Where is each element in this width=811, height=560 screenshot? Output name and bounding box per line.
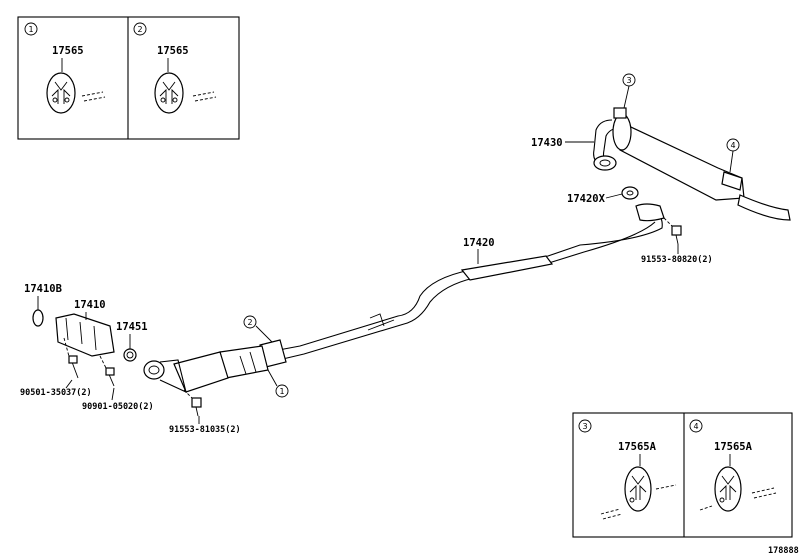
rubber-hanger-part <box>46 72 76 114</box>
callout-circle-1 <box>24 22 38 36</box>
label-90901: 90901-05020(2) <box>82 387 154 412</box>
callout-3-main-label: 3 <box>626 76 631 85</box>
label-90501: 90501-35037(2) <box>20 379 92 398</box>
diagram-id: 178888 <box>768 546 799 556</box>
gasket-17410b <box>32 309 44 327</box>
bolt-91553-81035-label: 91553-81035(2) <box>169 425 241 435</box>
inset-1-part-number: 17565 <box>52 45 84 57</box>
bolt-90901-label: 90901-05020(2) <box>82 402 154 412</box>
callout-2-label: 2 <box>137 25 142 34</box>
inset-2-part-number: 17565 <box>157 45 189 57</box>
callout-2-main: 2 <box>243 315 273 343</box>
callout-4-main-label: 4 <box>730 141 735 150</box>
callout-3-inset-label: 3 <box>582 422 587 431</box>
callout-circle-2 <box>133 22 147 36</box>
callout-4-inset-label: 4 <box>693 422 698 431</box>
center-pipe-17420 <box>267 203 665 363</box>
rubber-hanger-part-a <box>714 466 742 512</box>
bolt-91553-80820-label: 91553-80820(2) <box>641 255 713 265</box>
inset-4-part-number: 17565A <box>714 441 753 453</box>
rubber-hanger-part-a <box>624 466 652 512</box>
part-17420-label: 17420 <box>463 237 495 249</box>
callout-1-label: 1 <box>28 25 33 34</box>
label-17410: 17410 <box>74 299 106 320</box>
rubber-hanger-part <box>154 72 184 114</box>
callout-4-main: 4 <box>726 138 740 173</box>
gasket-17451 <box>123 348 137 362</box>
label-17451: 17451 <box>116 321 148 349</box>
inset-3: 3 17565A <box>578 419 677 520</box>
label-17420x: 17420X <box>567 193 623 205</box>
callout-2-main-label: 2 <box>247 318 252 327</box>
part-17410-label: 17410 <box>74 299 106 311</box>
inset-2: 2 17565 <box>133 22 217 114</box>
label-17410b: 17410B <box>24 283 62 310</box>
bolt-91553-81035 <box>183 389 202 417</box>
label-91553-81035: 91553-81035(2) <box>169 416 241 435</box>
callout-3-main: 3 <box>622 73 636 109</box>
bolt-90501 <box>63 337 79 379</box>
label-17430: 17430 <box>531 137 594 149</box>
part-17451-label: 17451 <box>116 321 148 333</box>
label-91553-80820: 91553-80820(2) <box>641 244 713 265</box>
inset-1: 1 17565 <box>24 22 106 114</box>
inset-3-part-number: 17565A <box>618 441 657 453</box>
inset-box-1-2 <box>17 16 240 140</box>
inset-box-3-4 <box>572 412 793 538</box>
front-pipe-catalyst <box>143 339 287 393</box>
inset-4: 4 17565A <box>689 419 777 512</box>
bolt-90901 <box>99 355 115 387</box>
bolt-91553-80820 <box>663 217 682 245</box>
muffler-assembly <box>593 107 791 221</box>
callout-1-main: 1 <box>267 369 289 398</box>
label-17420: 17420 <box>463 237 495 264</box>
callout-1-main-label: 1 <box>279 387 284 396</box>
part-17430-label: 17430 <box>531 137 563 149</box>
part-17420x-label: 17420X <box>567 193 606 205</box>
callout-circle-3-inset <box>578 419 592 433</box>
part-17410b-label: 17410B <box>24 283 62 295</box>
callout-circle-4-inset <box>689 419 703 433</box>
gasket-17420x <box>621 186 639 200</box>
manifold-17410 <box>32 309 137 362</box>
bolt-90501-label: 90501-35037(2) <box>20 388 92 398</box>
